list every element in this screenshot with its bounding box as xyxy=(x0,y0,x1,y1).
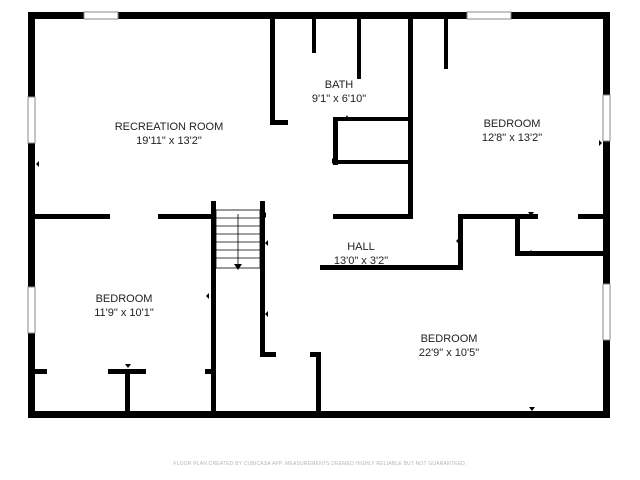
room-bedroom-se: BEDROOM 22'9" x 10'5" xyxy=(419,333,479,359)
wall-bath-inner-1 xyxy=(312,19,316,53)
walls xyxy=(28,12,610,418)
room-name-bath: BATH xyxy=(325,79,354,91)
window-left-upper xyxy=(27,96,36,144)
room-size-bedroom-ne: 12'8" x 13'2" xyxy=(482,132,542,144)
room-size-recreation: 19'11" x 13'2" xyxy=(136,135,202,147)
room-name-bedroom-sw: BEDROOM xyxy=(96,293,153,305)
wall-recreation-south-b xyxy=(158,214,215,219)
room-size-bedroom-se: 22'9" x 10'5" xyxy=(419,347,479,359)
wall-sw-closet-top-a xyxy=(35,369,47,374)
wall-bath-west xyxy=(270,19,275,125)
wall-hall-east xyxy=(458,219,463,270)
room-name-bedroom-se: BEDROOM xyxy=(421,333,478,345)
wall-stair-right xyxy=(260,201,265,356)
wall-bath-east xyxy=(408,19,413,219)
exterior-wall-left xyxy=(28,12,35,418)
room-bedroom-ne: BEDROOM 12'8" x 13'2" xyxy=(482,118,542,144)
wall-bath-south xyxy=(270,120,288,125)
wall-hall-bottom xyxy=(320,265,463,270)
window-right-lower xyxy=(602,283,611,341)
window-top-right xyxy=(466,11,512,20)
room-name-bedroom-ne: BEDROOM xyxy=(484,118,541,130)
wall-ne-south-b xyxy=(578,214,603,219)
wall-ne-south-a xyxy=(458,214,538,219)
window-right-upper xyxy=(602,94,611,142)
exterior-wall-top xyxy=(28,12,610,19)
wall-ne-closet xyxy=(444,19,448,69)
room-name-recreation: RECREATION ROOM xyxy=(115,121,224,133)
footer-disclaimer: FLOOR PLAN CREATED BY CUBICASA APP. MEAS… xyxy=(173,461,466,467)
window-top-left xyxy=(83,11,119,20)
windows xyxy=(27,11,611,341)
room-bedroom-sw: BEDROOM 11'9" x 10'1" xyxy=(94,293,154,319)
wall-recreation-south-a xyxy=(35,214,110,219)
wall-se-alcove-right xyxy=(316,352,321,411)
room-size-hall: 13'0" x 3'2" xyxy=(334,255,388,267)
window-left-lower xyxy=(27,286,36,334)
wall-sw-closet-top-c xyxy=(205,369,213,374)
exterior-wall-right xyxy=(603,12,610,418)
stair-arrow-icon xyxy=(234,264,242,270)
wall-ne-closet-vert xyxy=(515,219,520,255)
wall-closet-bottom xyxy=(333,214,413,219)
wall-closet-mid xyxy=(333,160,413,164)
staircase xyxy=(215,209,261,269)
wall-closet-left xyxy=(333,117,338,165)
room-recreation: RECREATION ROOM 19'11" x 13'2" xyxy=(115,121,224,147)
room-size-bedroom-sw: 11'9" x 10'1" xyxy=(94,307,154,319)
wall-ne-closet-bottom xyxy=(515,251,603,256)
room-name-hall: HALL xyxy=(347,241,375,253)
wall-closet-top xyxy=(333,117,408,121)
exterior-wall-bottom xyxy=(28,411,610,418)
wall-se-alcove-bottom-b xyxy=(310,352,320,357)
room-bath: BATH 9'1" x 6'10" xyxy=(312,79,366,105)
wall-se-alcove-bottom xyxy=(260,352,276,357)
room-size-bath: 9'1" x 6'10" xyxy=(312,93,366,105)
door-markers xyxy=(36,100,602,411)
wall-bath-inner-2 xyxy=(357,19,361,79)
wall-stair-left xyxy=(211,201,216,411)
room-hall: HALL 13'0" x 3'2" xyxy=(334,241,388,267)
wall-sw-closet-divider xyxy=(125,369,130,411)
